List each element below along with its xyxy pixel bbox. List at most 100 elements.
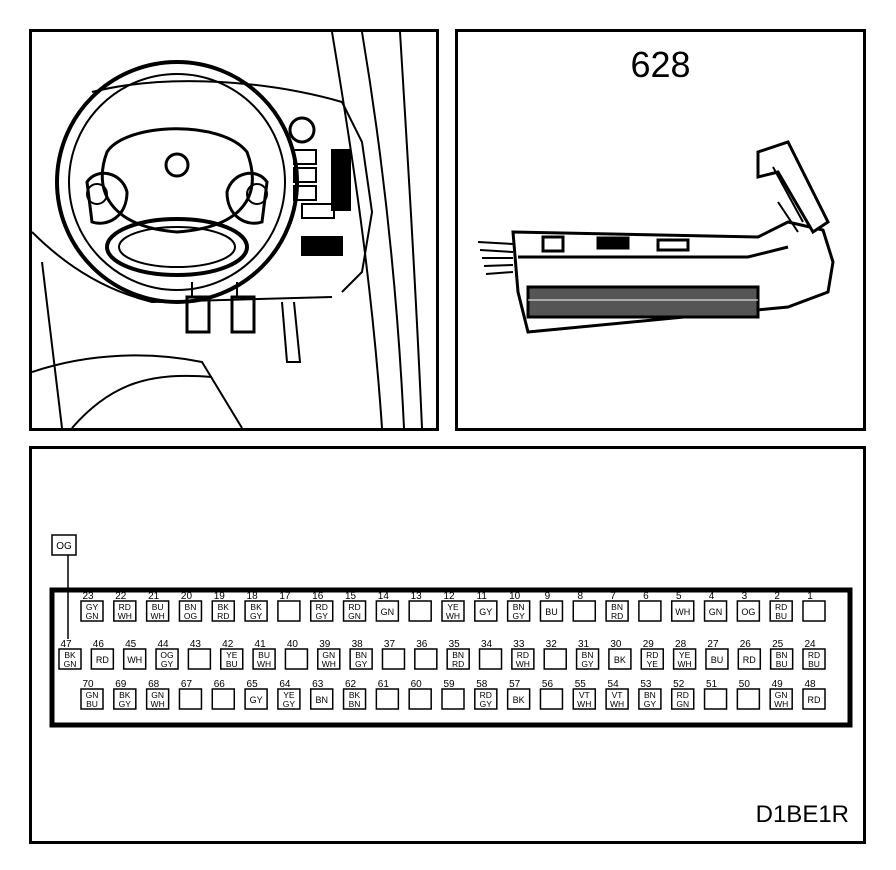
pin-cavity	[277, 600, 301, 622]
pin-number: 36	[416, 639, 428, 650]
pin-cavity	[605, 688, 629, 710]
pin-color: GN	[151, 690, 164, 700]
pin-number: 15	[345, 591, 357, 602]
pin-number: 66	[214, 679, 226, 690]
pin-color: RD	[452, 659, 464, 669]
pin-number: 31	[578, 639, 590, 650]
pin-color: GY	[581, 659, 594, 669]
pin-color: GY	[283, 699, 296, 709]
pin-color: BK	[349, 690, 361, 700]
pin-cavity	[640, 648, 665, 670]
pin-cavity	[58, 648, 82, 670]
pin-color: BU	[226, 659, 238, 669]
pin-cavity	[211, 688, 236, 710]
pin-color: BN	[776, 650, 788, 660]
pin-color: WH	[610, 699, 624, 709]
pin-number: 12	[443, 591, 455, 602]
pin-color: RD	[677, 690, 689, 700]
pin-color: RD	[646, 650, 658, 660]
pin-cavity	[572, 600, 597, 622]
pin-number: 14	[378, 591, 390, 602]
pin-cavity	[122, 648, 147, 670]
pin-number: 60	[411, 679, 423, 690]
pin-cavity	[769, 688, 793, 710]
pin-number: 46	[93, 639, 105, 650]
pin-cavity	[672, 648, 697, 670]
pin-cavity	[375, 600, 400, 622]
pin-cavity	[506, 600, 531, 622]
pin-color: WH	[127, 655, 142, 665]
detached-pin-label: OG	[56, 541, 72, 552]
pin-number: 70	[82, 679, 94, 690]
pin-cavity	[608, 648, 632, 670]
pin-cavity	[349, 648, 373, 670]
pin-color: YE	[226, 650, 238, 660]
pin-number: 30	[610, 639, 622, 650]
detached-pin-box	[51, 534, 77, 556]
pin-cavity	[252, 648, 276, 670]
pin-cavity	[414, 648, 438, 670]
pin-number: 62	[345, 679, 357, 690]
pin-color: WH	[516, 659, 530, 669]
pin-color: WH	[118, 611, 132, 621]
pin-color: BK	[250, 602, 262, 612]
pin-cavity	[113, 600, 137, 622]
pin-color: RD	[96, 655, 109, 665]
pin-cavity	[575, 648, 600, 670]
pin-color: WH	[675, 607, 690, 617]
pin-number: 32	[546, 639, 558, 650]
pin-number: 4	[709, 591, 715, 602]
connector-view-panel: 628	[455, 29, 866, 431]
pin-color: GN	[348, 611, 361, 621]
dashboard-illustration	[32, 32, 423, 428]
pin-cavity	[670, 688, 695, 710]
pin-color: GY	[250, 611, 263, 621]
pin-color: YE	[647, 659, 659, 669]
pin-color: OG	[184, 611, 197, 621]
pin-cavity	[703, 600, 728, 622]
pin-cavity	[543, 648, 567, 670]
pin-cavity	[317, 648, 341, 670]
pin-color: BK	[64, 650, 76, 660]
pin-cavity	[474, 688, 498, 710]
pin-color: OG	[160, 650, 173, 660]
pin-number: 27	[707, 639, 719, 650]
pin-color: GY	[119, 699, 132, 709]
pin-color: BN	[452, 650, 464, 660]
pin-color: GY	[512, 611, 525, 621]
pin-cavity	[769, 648, 794, 670]
pin-color: BU	[258, 650, 270, 660]
pin-cavity	[446, 648, 470, 670]
pin-cavity	[737, 648, 762, 670]
pin-color: GN	[775, 690, 788, 700]
pin-number: 63	[312, 679, 324, 690]
pin-color: BN	[355, 650, 367, 660]
pin-number: 6	[643, 591, 649, 602]
pin-color: WH	[322, 659, 336, 669]
pin-color: WH	[678, 659, 692, 669]
pin-color: BN	[611, 602, 623, 612]
pin-color: RD	[808, 695, 821, 705]
pin-number: 56	[542, 679, 554, 690]
pin-number: 37	[384, 639, 396, 650]
pin-color: YE	[679, 650, 691, 660]
pin-color: RD	[480, 690, 492, 700]
pin-number: 26	[740, 639, 752, 650]
pin-cavity	[441, 688, 465, 710]
pin-number: 65	[247, 679, 259, 690]
pin-number: 28	[675, 639, 687, 650]
pin-cavity	[155, 648, 179, 670]
pin-number: 25	[772, 639, 784, 650]
pin-cavity	[211, 600, 236, 622]
pin-color: BU	[545, 607, 558, 617]
pin-number: 39	[319, 639, 331, 650]
pin-color: RD	[119, 602, 131, 612]
pin-cavity	[145, 688, 170, 710]
pin-cavity	[178, 688, 203, 710]
pin-number: 34	[481, 639, 493, 650]
pin-color: GY	[250, 695, 263, 705]
pin-number: 16	[312, 591, 324, 602]
pin-color: GN	[676, 699, 689, 709]
pin-color: BU	[775, 611, 787, 621]
